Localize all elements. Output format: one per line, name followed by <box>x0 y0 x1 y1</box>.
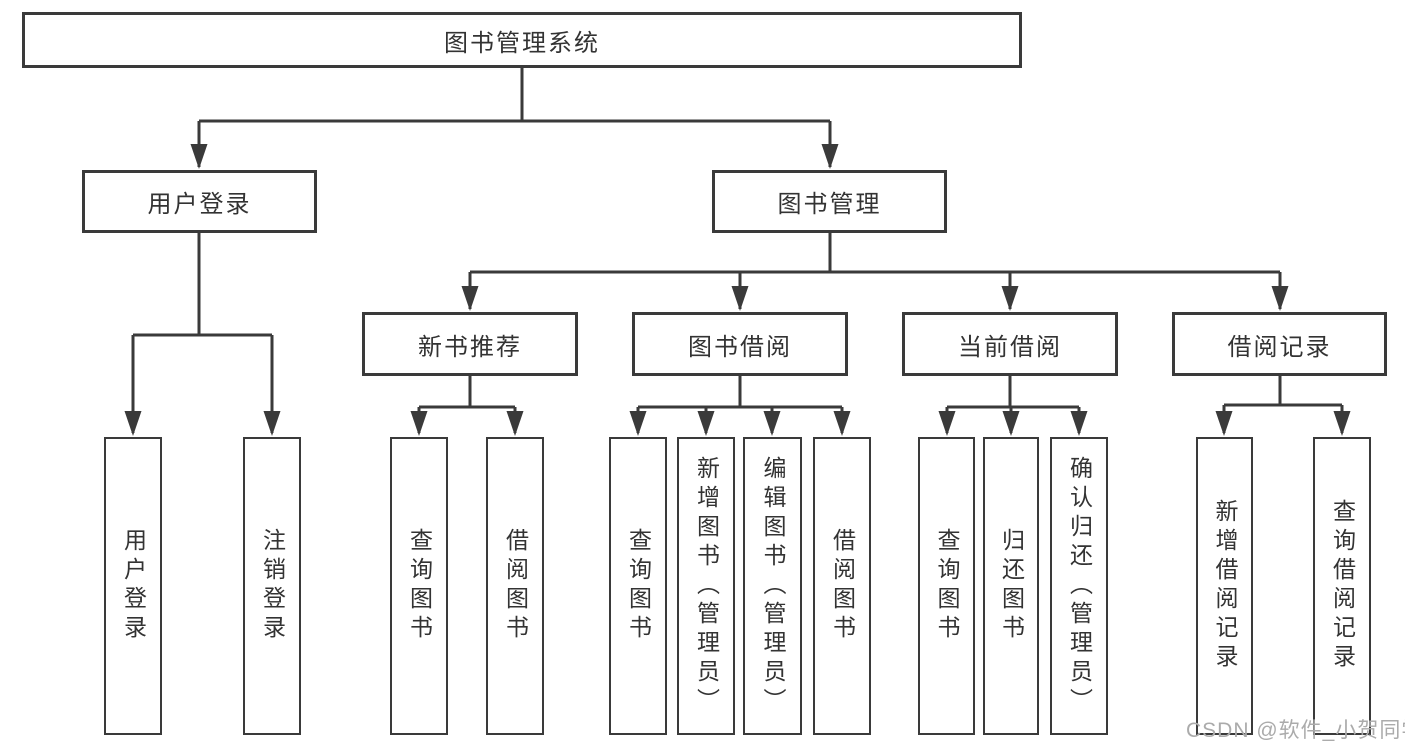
watermark: CSDN @软件_小贺同学 <box>1186 719 1405 742</box>
node-user-login: 用户登录 <box>82 170 317 233</box>
node-new-book-recommend: 新书推荐 <box>362 312 578 376</box>
node-book-management: 图书管理 <box>712 170 947 233</box>
leaf-cb-query-books: 查询图书 <box>918 437 975 735</box>
arrowhead-cb-query <box>938 411 956 436</box>
arrowhead-bb-edit <box>763 411 781 436</box>
arrowhead-cb-return <box>1002 411 1020 436</box>
arrowhead-book-borrow <box>731 286 749 311</box>
arrowhead-br-add <box>1215 411 1233 436</box>
leaf-user-login: 用户登录 <box>104 437 162 735</box>
connector-book-borrow-branch <box>636 376 844 433</box>
node-root-system: 图书管理系统 <box>22 12 1022 68</box>
connector-user-login-branch <box>131 233 274 433</box>
connector-new-books-branch <box>417 376 517 433</box>
arrowhead-nb-query <box>410 411 428 436</box>
arrowhead-bb-borrow <box>833 411 851 436</box>
node-current-borrowing: 当前借阅 <box>902 312 1118 376</box>
arrowhead-br-query <box>1333 411 1351 436</box>
arrowhead-logout <box>263 411 281 436</box>
arrowhead-book-mgmt <box>821 144 839 169</box>
connector-book-mgmt-branch <box>468 233 1282 309</box>
node-borrowing-records: 借阅记录 <box>1172 312 1387 376</box>
leaf-bb-query-books: 查询图书 <box>609 437 667 735</box>
leaf-cb-return-books: 归还图书 <box>983 437 1039 735</box>
leaf-cb-confirm-return-admin: 确认归还（管理员） <box>1050 437 1108 735</box>
arrowhead-current-borrow <box>1001 286 1019 311</box>
leaf-br-query-record: 查询借阅记录 <box>1313 437 1371 735</box>
leaf-bb-borrow-books: 借阅图书 <box>813 437 871 735</box>
arrowhead-user-login <box>190 144 208 169</box>
arrowhead-bb-query <box>629 411 647 436</box>
leaf-nb-query-books: 查询图书 <box>390 437 448 735</box>
connector-root-branch <box>197 68 832 167</box>
leaf-bb-add-books-admin: 新增图书（管理员） <box>677 437 735 735</box>
leaf-bb-edit-books-admin: 编辑图书（管理员） <box>743 437 802 735</box>
arrowhead-cb-confirm <box>1070 411 1088 436</box>
leaf-br-add-record: 新增借阅记录 <box>1196 437 1253 735</box>
arrowhead-borrow-records <box>1271 286 1289 311</box>
leaf-nb-borrow-books: 借阅图书 <box>486 437 544 735</box>
node-book-borrowing: 图书借阅 <box>632 312 848 376</box>
connector-borrow-records-branch <box>1222 376 1344 433</box>
leaf-logout: 注销登录 <box>243 437 301 735</box>
arrowhead-bb-add <box>697 411 715 436</box>
arrowhead-login <box>124 411 142 436</box>
arrowhead-new-books <box>461 286 479 311</box>
arrowhead-nb-borrow <box>506 411 524 436</box>
